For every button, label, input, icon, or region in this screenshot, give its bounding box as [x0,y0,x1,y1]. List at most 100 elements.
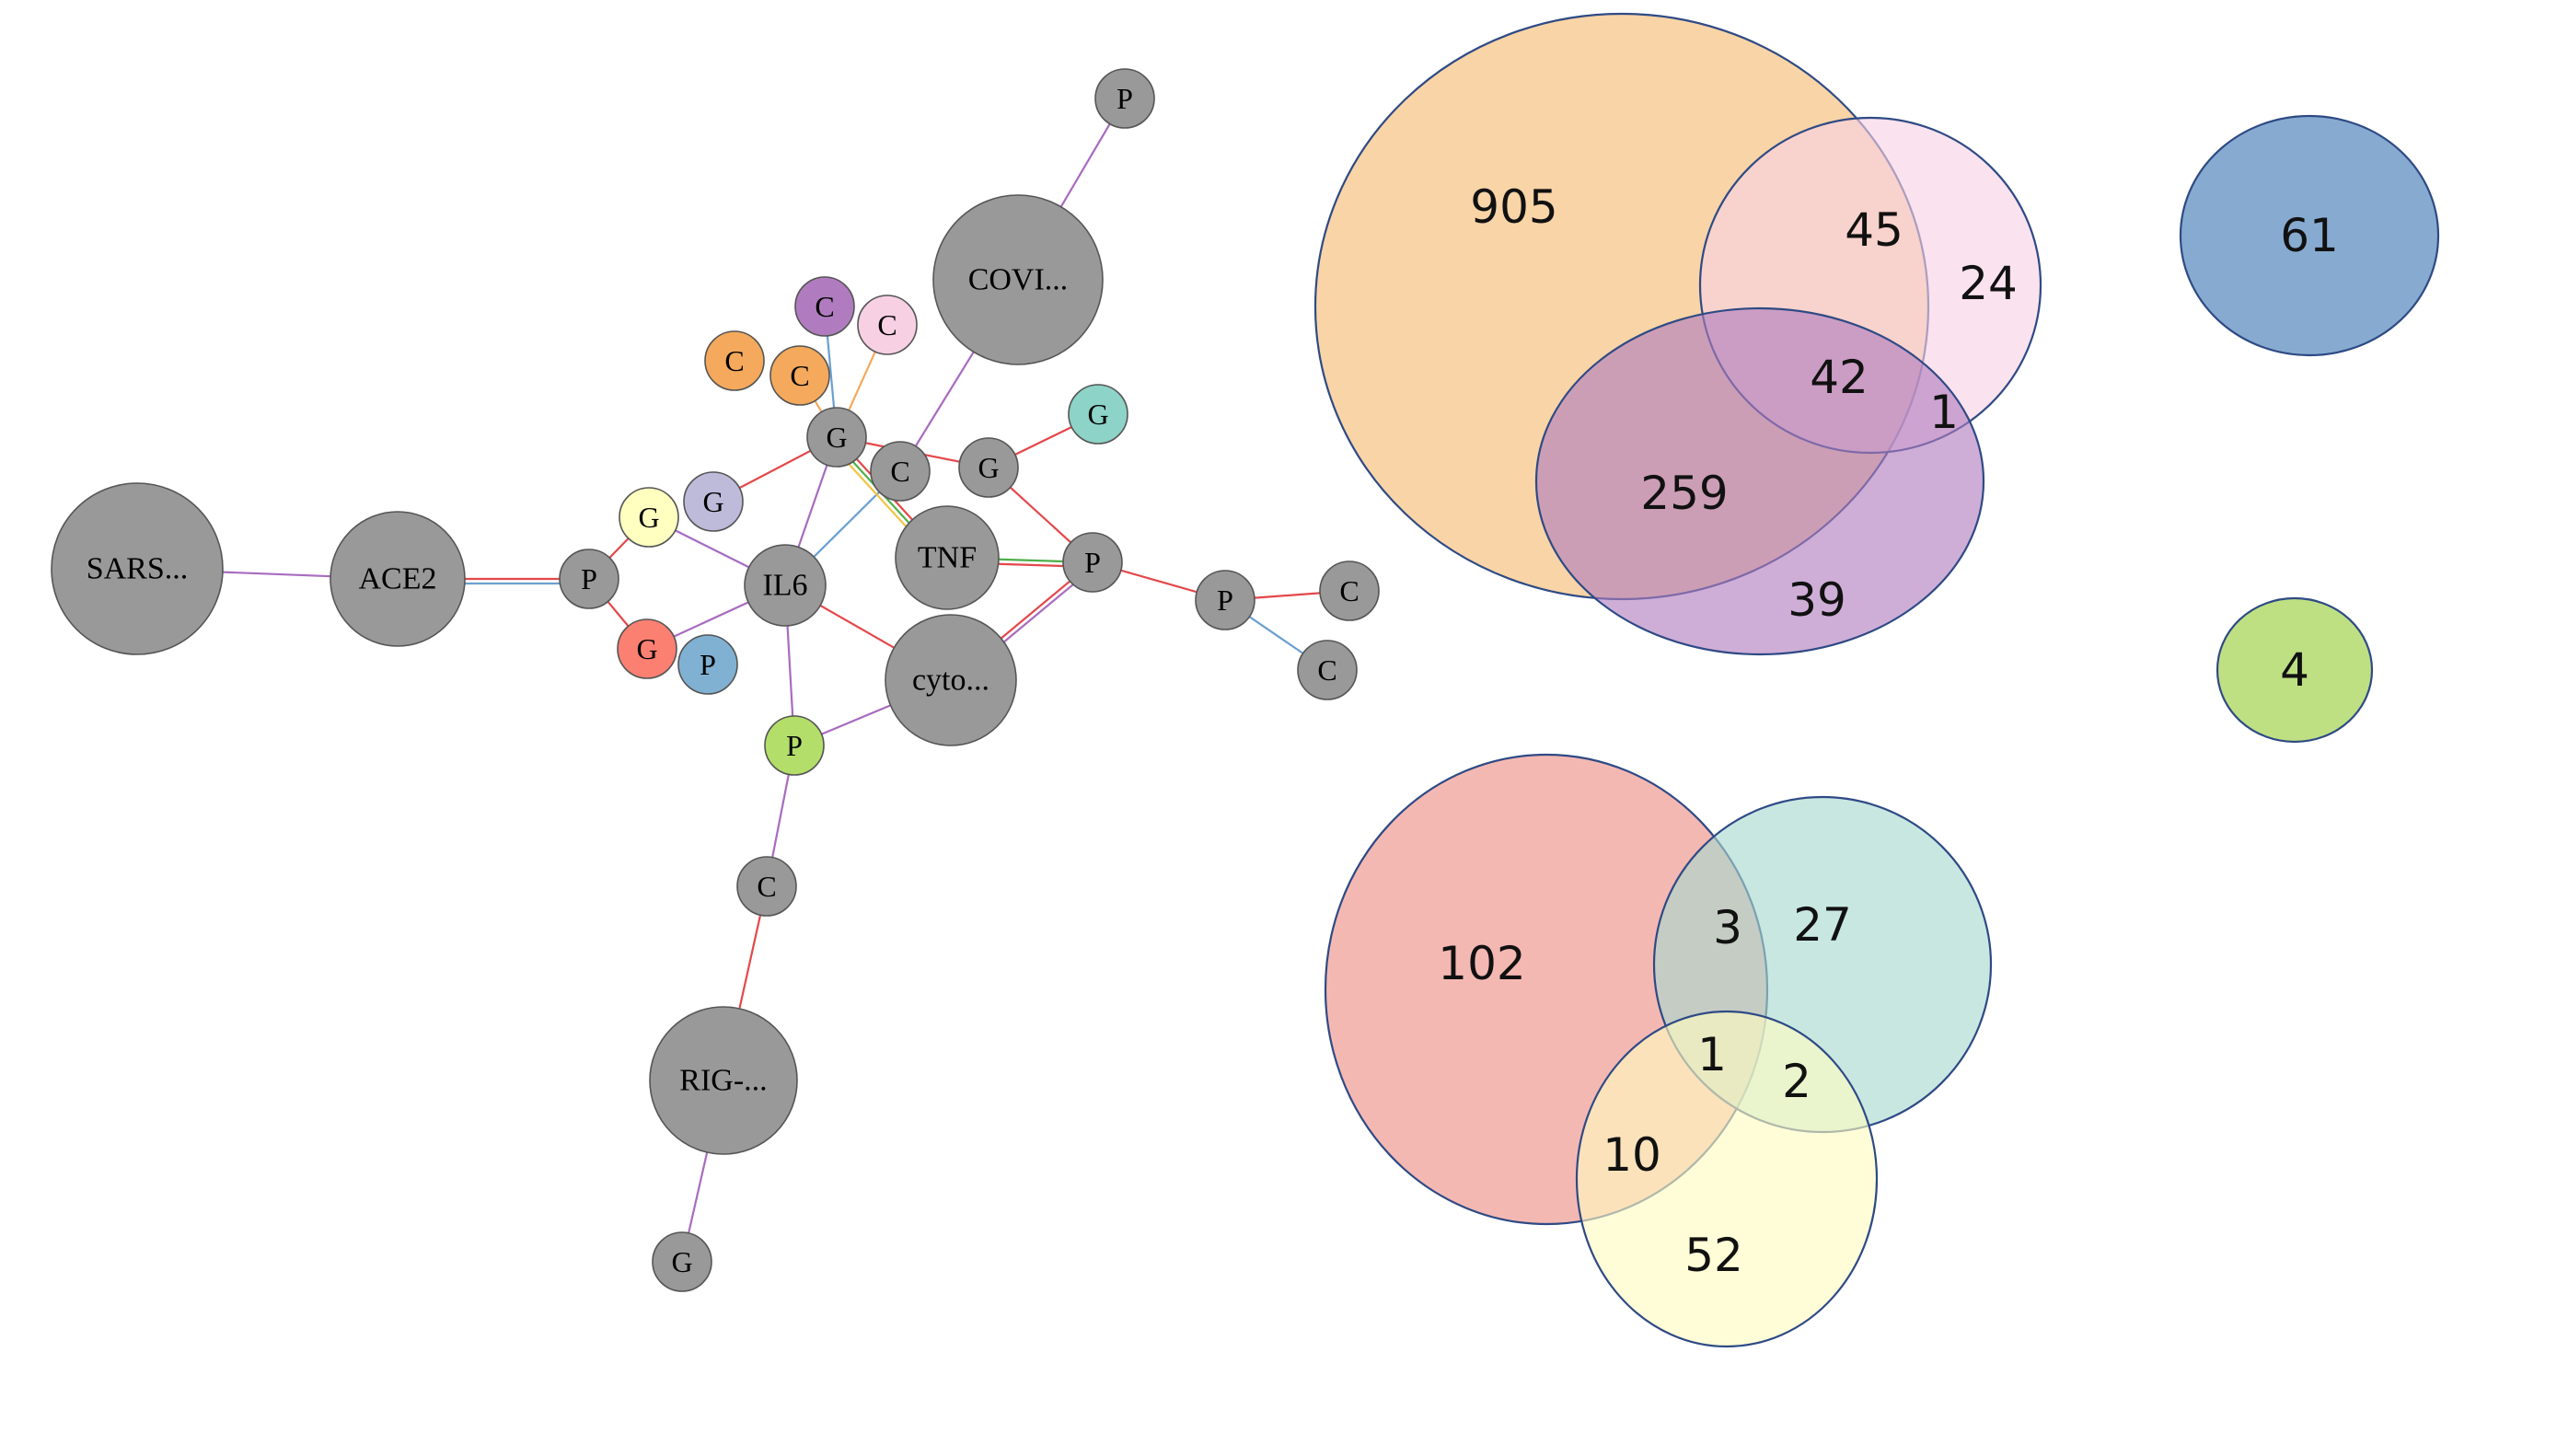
node-label: C [890,455,909,488]
node-c_purple[interactable]: C [794,276,855,337]
node-il6[interactable]: IL6 [744,544,827,627]
node-label: C [1317,653,1336,687]
node-circle [895,505,1000,610]
single-set-61: 61 [2179,114,2440,357]
node-circle [1068,384,1128,445]
node-circle [932,194,1104,365]
node-cyto[interactable]: cyto... [885,614,1017,746]
node-g_right[interactable]: G [958,437,1019,498]
node-circle [769,345,830,406]
node-label: ACE2 [359,562,437,596]
node-p1[interactable]: P [559,549,619,609]
node-g_red[interactable]: G [617,618,677,679]
venn-count: 905 [1470,180,1557,234]
node-circle [1062,532,1123,593]
node-circle [619,487,679,548]
node-p_green[interactable]: P [764,715,825,776]
node-circle [617,618,677,679]
venn-count: 24 [1959,257,2018,310]
node-p_top[interactable]: P [1094,68,1155,129]
node-label: cyto... [912,664,989,698]
node-label: G [1087,398,1108,431]
node-circle [744,544,827,627]
node-p_blue[interactable]: P [677,634,738,695]
venn-count: 27 [1793,898,1852,952]
node-rig[interactable]: RIG-... [649,1006,798,1155]
venn-count: 3 [1713,901,1742,954]
node-label: P [786,729,803,762]
node-circle [652,1231,712,1292]
node-circle [958,437,1019,498]
node-circle [677,634,738,695]
node-c_orange2[interactable]: C [769,345,830,406]
node-label: P [1117,82,1133,115]
node-label: G [636,632,657,665]
node-p_far[interactable]: P [1195,570,1255,630]
node-g_yellow[interactable]: G [619,487,679,548]
node-c_pink[interactable]: C [857,295,918,355]
node-covi[interactable]: COVI... [932,194,1104,365]
single-set-count: 61 [2280,209,2339,262]
node-c_mid[interactable]: C [870,441,931,502]
venn-count: 39 [1788,573,1846,627]
node-label: P [1217,584,1233,617]
node-circle [870,441,931,502]
single-set-4: 4 [2216,596,2374,744]
node-label: P [1084,546,1101,579]
node-label: P [700,648,716,681]
venn-set-yellow [1575,1010,1879,1348]
venn-count: 42 [1810,351,1869,404]
node-g_bottom[interactable]: G [652,1231,712,1292]
node-label: C [1339,574,1359,607]
node-circle [806,407,867,468]
node-label: C [790,359,809,392]
node-c_far2[interactable]: C [1297,640,1358,700]
node-label: COVI... [968,263,1069,297]
node-label: P [581,562,597,595]
node-p_right[interactable]: P [1062,532,1123,593]
node-circle [649,1006,798,1155]
node-c_orange1[interactable]: C [704,330,765,391]
node-label: C [877,308,897,341]
venn-count: 1 [1697,1028,1727,1081]
node-label: C [815,290,834,323]
node-circle [51,482,224,655]
single-set-ellipse [2216,596,2374,744]
venn-count: 10 [1602,1128,1661,1182]
node-circle [704,330,765,391]
node-ace2[interactable]: ACE2 [330,511,466,647]
venn-count: 52 [1684,1229,1743,1282]
node-c_far1[interactable]: C [1319,560,1380,621]
node-label: G [826,421,847,454]
node-g_teal[interactable]: G [1068,384,1128,445]
venn-set-purple [1534,306,1985,656]
node-circle [885,614,1017,746]
node-g_hub[interactable]: G [806,407,867,468]
node-label: IL6 [762,569,807,603]
node-label: SARS... [87,552,189,586]
single-set-ellipse [2179,114,2440,357]
node-circle [736,856,797,917]
node-circle [1195,570,1255,630]
node-sars[interactable]: SARS... [51,482,224,655]
node-circle [330,511,466,647]
node-label: RIG-... [679,1064,767,1098]
node-label: G [638,501,659,534]
node-label: G [671,1245,692,1278]
node-g_lav[interactable]: G [683,471,744,532]
node-circle [559,549,619,609]
node-label: TNF [918,541,977,575]
node-c_low[interactable]: C [736,856,797,917]
node-label: G [978,451,999,484]
node-circle [764,715,825,776]
venn-count: 259 [1640,467,1728,520]
venn-count: 45 [1845,203,1903,257]
single-set-count: 4 [2280,643,2309,697]
node-tnf[interactable]: TNF [895,505,1000,610]
node-circle [683,471,744,532]
